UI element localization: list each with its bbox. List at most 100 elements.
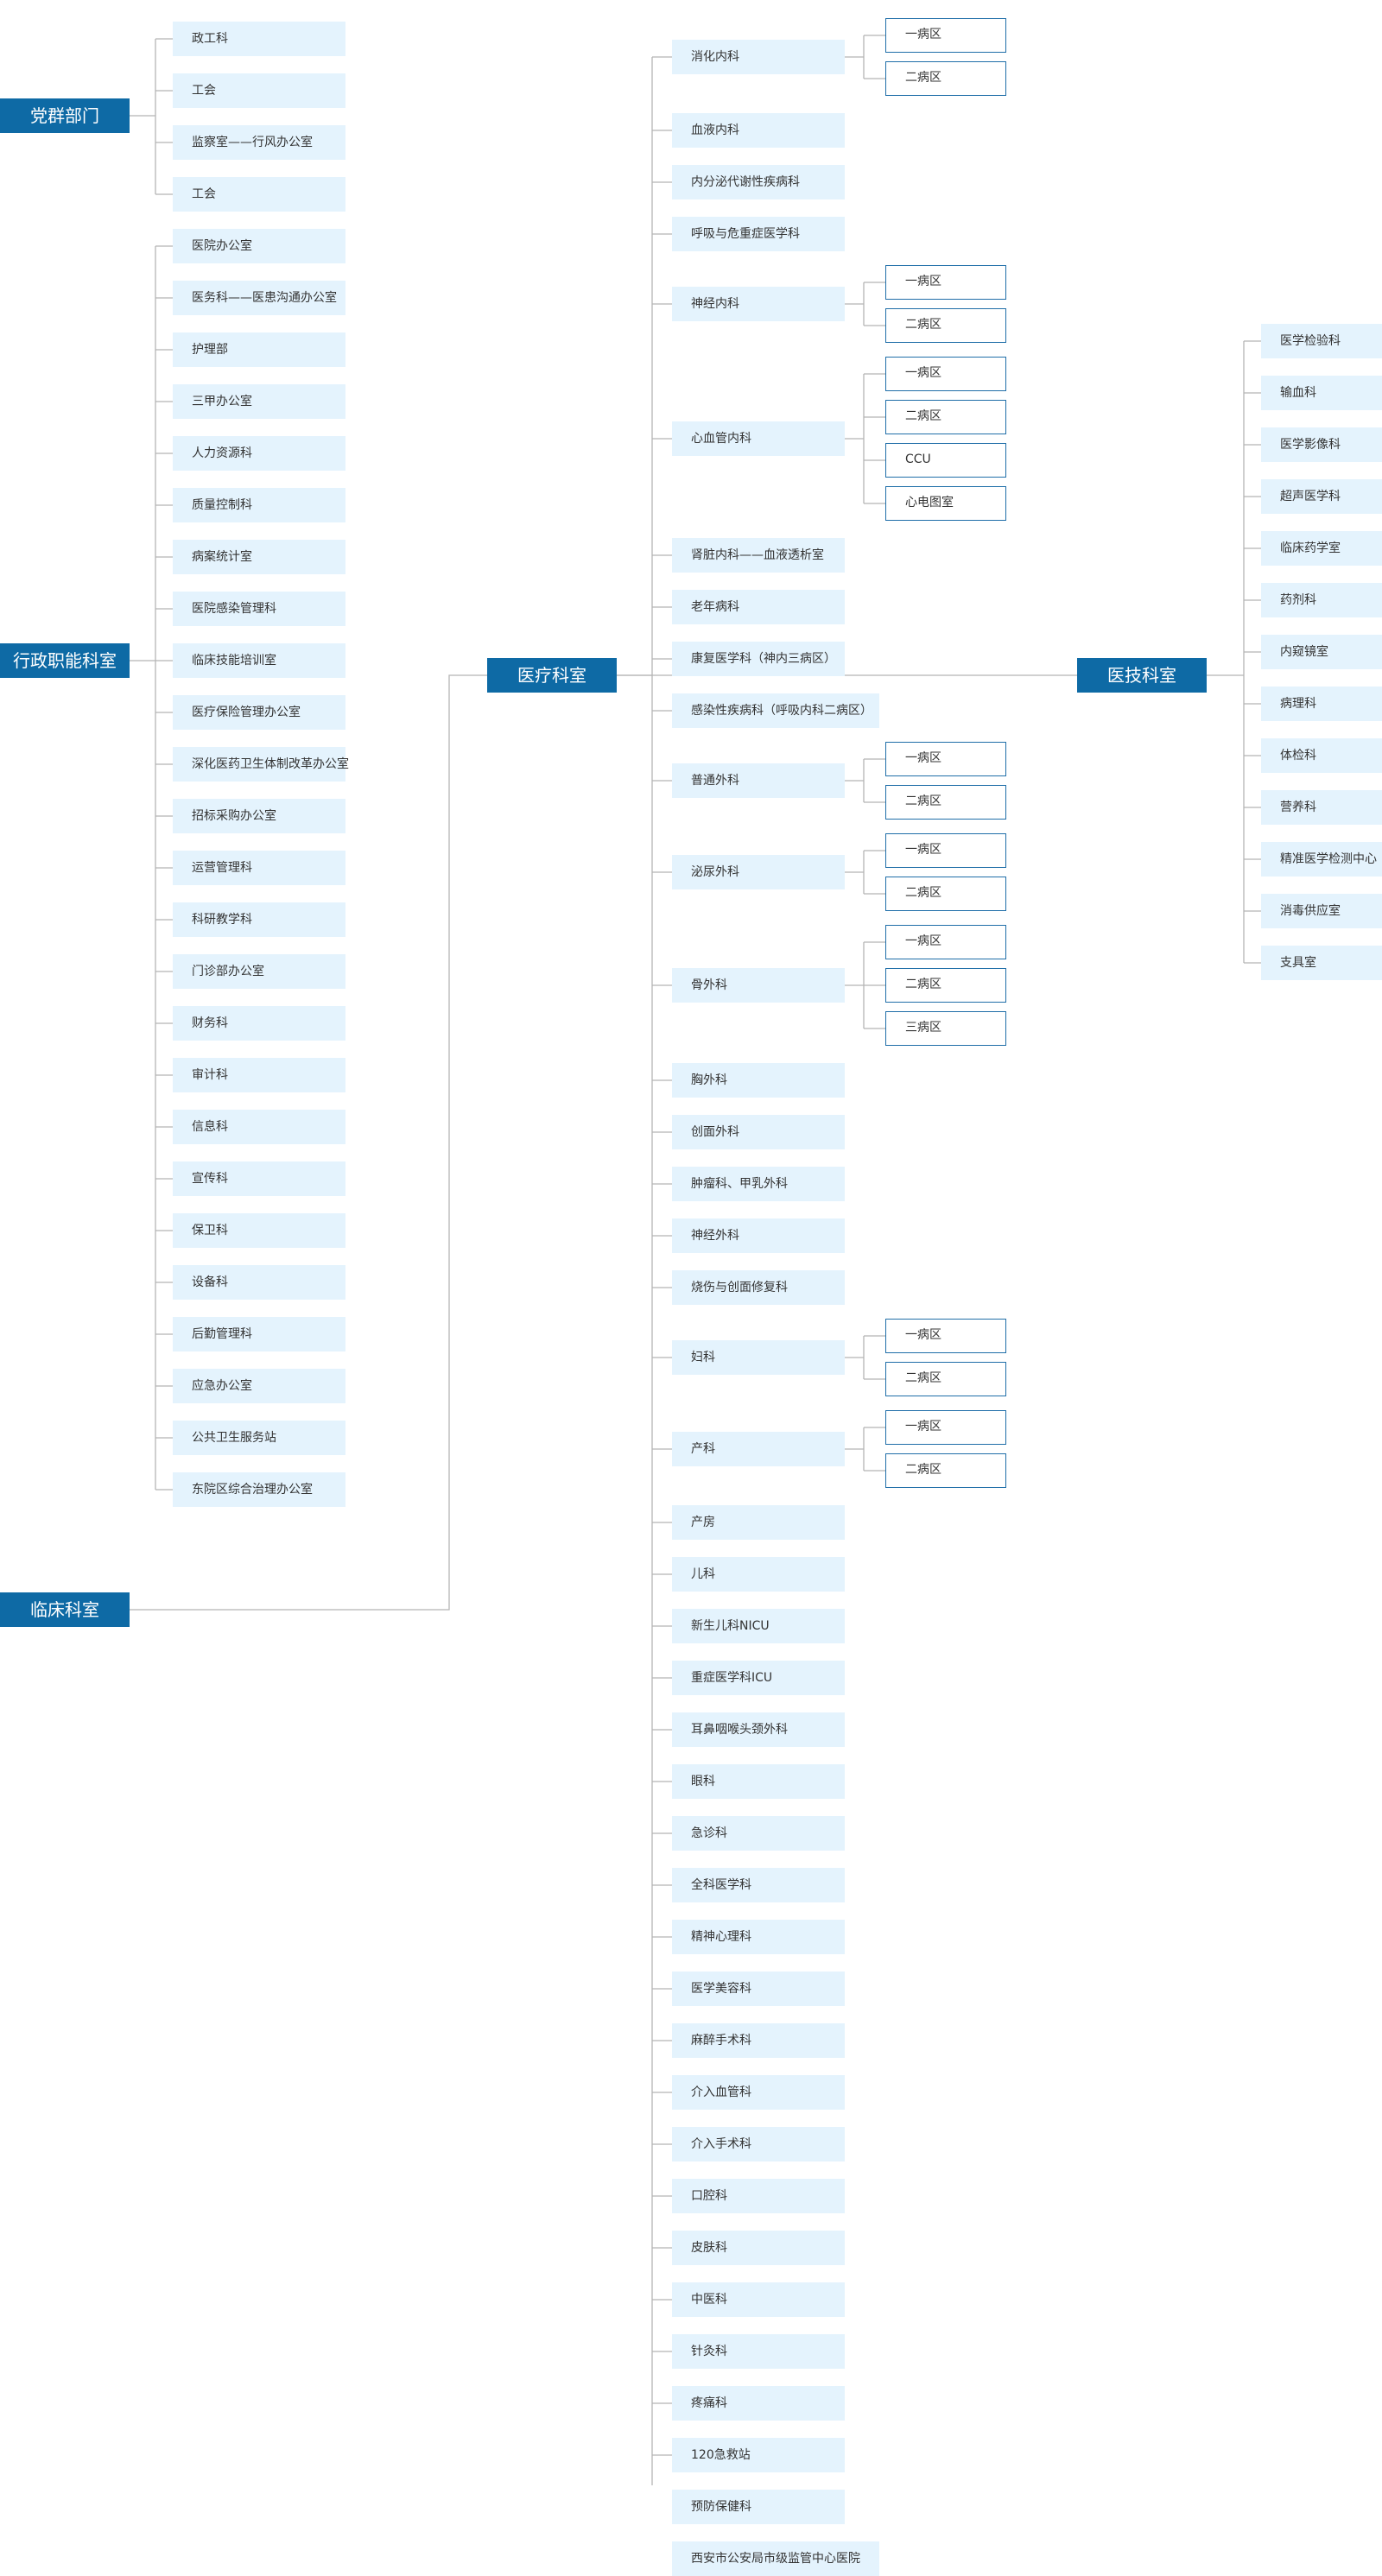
admin-dept-box: 护理部 bbox=[173, 332, 346, 367]
ward-box: 一病区 bbox=[885, 357, 1006, 391]
medical-dept-box: 肾脏内科——血液透析室 bbox=[672, 538, 845, 573]
tech-dept-box: 临床药学室 bbox=[1261, 531, 1382, 566]
admin-dept-box: 宣传科 bbox=[173, 1161, 346, 1196]
admin-dept-box: 运营管理科 bbox=[173, 851, 346, 885]
tech-dept-box: 精准医学检测中心 bbox=[1261, 842, 1382, 877]
admin-dept-box: 三甲办公室 bbox=[173, 384, 346, 419]
medical-dept-box: 急诊科 bbox=[672, 1816, 845, 1851]
admin-dept-box: 保卫科 bbox=[173, 1213, 346, 1248]
root-tech: 医技科室 bbox=[1077, 658, 1207, 693]
medical-dept-box: 康复医学科（神内三病区） bbox=[672, 642, 845, 676]
admin-dept-box: 审计科 bbox=[173, 1058, 346, 1092]
medical-dept-box: 介入手术科 bbox=[672, 2127, 845, 2161]
party-dept-box: 工会 bbox=[173, 177, 346, 212]
tech-dept-box: 内窥镜室 bbox=[1261, 635, 1382, 669]
ward-box: 二病区 bbox=[885, 877, 1006, 911]
medical-dept-box: 神经内科 bbox=[672, 287, 845, 321]
ward-box: 一病区 bbox=[885, 1410, 1006, 1445]
medical-dept-box: 西安市公安局市级监管中心医院 bbox=[672, 2541, 879, 2576]
party-dept-box: 工会 bbox=[173, 73, 346, 108]
root-admin: 行政职能科室 bbox=[0, 643, 130, 678]
tech-dept-box: 超声医学科 bbox=[1261, 479, 1382, 514]
admin-dept-box: 招标采购办公室 bbox=[173, 799, 346, 833]
medical-dept-box: 重症医学科ICU bbox=[672, 1661, 845, 1695]
medical-dept-box: 血液内科 bbox=[672, 113, 845, 148]
ward-box: 一病区 bbox=[885, 1319, 1006, 1353]
medical-dept-box: 疼痛科 bbox=[672, 2386, 845, 2421]
medical-dept-box: 消化内科 bbox=[672, 40, 845, 74]
ward-box: 一病区 bbox=[885, 742, 1006, 776]
tech-dept-box: 消毒供应室 bbox=[1261, 894, 1382, 928]
medical-dept-box: 针灸科 bbox=[672, 2334, 845, 2369]
admin-dept-box: 质量控制科 bbox=[173, 488, 346, 522]
admin-dept-box: 信息科 bbox=[173, 1110, 346, 1144]
admin-dept-box: 临床技能培训室 bbox=[173, 643, 346, 678]
ward-box: 二病区 bbox=[885, 785, 1006, 820]
admin-dept-box: 门诊部办公室 bbox=[173, 954, 346, 989]
medical-dept-box: 麻醉手术科 bbox=[672, 2023, 845, 2058]
medical-dept-box: 骨外科 bbox=[672, 968, 845, 1003]
medical-dept-box: 精神心理科 bbox=[672, 1920, 845, 1954]
medical-dept-box: 新生儿科NICU bbox=[672, 1609, 845, 1643]
medical-dept-box: 肿瘤科、甲乳外科 bbox=[672, 1167, 845, 1201]
admin-dept-box: 科研教学科 bbox=[173, 902, 346, 937]
ward-box: 二病区 bbox=[885, 61, 1006, 96]
medical-dept-box: 神经外科 bbox=[672, 1218, 845, 1253]
ward-box: 三病区 bbox=[885, 1011, 1006, 1046]
tech-dept-box: 营养科 bbox=[1261, 790, 1382, 825]
medical-dept-box: 产科 bbox=[672, 1432, 845, 1466]
party-dept-box: 政工科 bbox=[173, 22, 346, 56]
admin-dept-box: 医院感染管理科 bbox=[173, 592, 346, 626]
admin-dept-box: 财务科 bbox=[173, 1006, 346, 1041]
medical-dept-box: 预防保健科 bbox=[672, 2490, 845, 2524]
medical-dept-box: 烧伤与创面修复科 bbox=[672, 1270, 845, 1305]
ward-box: 一病区 bbox=[885, 833, 1006, 868]
medical-dept-box: 120急救站 bbox=[672, 2438, 845, 2472]
admin-dept-box: 设备科 bbox=[173, 1265, 346, 1300]
medical-dept-box: 口腔科 bbox=[672, 2179, 845, 2213]
medical-dept-box: 中医科 bbox=[672, 2282, 845, 2317]
medical-dept-box: 耳鼻咽喉头颈外科 bbox=[672, 1712, 845, 1747]
admin-dept-box: 公共卫生服务站 bbox=[173, 1421, 346, 1455]
medical-dept-box: 心血管内科 bbox=[672, 421, 845, 456]
tech-dept-box: 医学影像科 bbox=[1261, 427, 1382, 462]
ward-box: 一病区 bbox=[885, 265, 1006, 300]
root-party: 党群部门 bbox=[0, 98, 130, 133]
admin-dept-box: 深化医药卫生体制改革办公室 bbox=[173, 747, 349, 782]
connector-lines bbox=[130, 35, 1261, 2485]
admin-dept-box: 人力资源科 bbox=[173, 436, 346, 471]
medical-dept-box: 医学美容科 bbox=[672, 1972, 845, 2006]
medical-dept-box: 胸外科 bbox=[672, 1063, 845, 1098]
root-medical: 医疗科室 bbox=[487, 658, 617, 693]
ward-box: 二病区 bbox=[885, 1453, 1006, 1488]
admin-dept-box: 应急办公室 bbox=[173, 1369, 346, 1403]
medical-dept-box: 全科医学科 bbox=[672, 1868, 845, 1902]
admin-dept-box: 医务科——医患沟通办公室 bbox=[173, 281, 346, 315]
tech-dept-box: 输血科 bbox=[1261, 376, 1382, 410]
admin-dept-box: 后勤管理科 bbox=[173, 1317, 346, 1351]
ward-box: 一病区 bbox=[885, 925, 1006, 959]
medical-dept-box: 眼科 bbox=[672, 1764, 845, 1799]
ward-box: CCU bbox=[885, 443, 1006, 478]
tech-dept-box: 体检科 bbox=[1261, 738, 1382, 773]
tech-dept-box: 药剂科 bbox=[1261, 583, 1382, 617]
tech-dept-box: 医学检验科 bbox=[1261, 324, 1382, 358]
tech-dept-box: 病理科 bbox=[1261, 687, 1382, 721]
medical-dept-box: 妇科 bbox=[672, 1340, 845, 1375]
admin-dept-box: 病案统计室 bbox=[173, 540, 346, 574]
root-clinical: 临床科室 bbox=[0, 1592, 130, 1627]
medical-dept-box: 内分泌代谢性疾病科 bbox=[672, 165, 845, 199]
medical-dept-box: 呼吸与危重症医学科 bbox=[672, 217, 845, 251]
clinical-to-medical-connector bbox=[130, 674, 487, 1611]
medical-dept-box: 老年病科 bbox=[672, 590, 845, 624]
medical-dept-box: 儿科 bbox=[672, 1557, 845, 1592]
ward-box: 二病区 bbox=[885, 308, 1006, 343]
tech-dept-box: 支具室 bbox=[1261, 946, 1382, 980]
admin-dept-box: 医院办公室 bbox=[173, 229, 346, 263]
medical-dept-box: 介入血管科 bbox=[672, 2075, 845, 2110]
medical-dept-box: 产房 bbox=[672, 1505, 845, 1540]
medical-dept-box: 泌尿外科 bbox=[672, 855, 845, 889]
ward-box: 二病区 bbox=[885, 968, 1006, 1003]
admin-dept-box: 医疗保险管理办公室 bbox=[173, 695, 346, 730]
ward-box: 心电图室 bbox=[885, 486, 1006, 521]
